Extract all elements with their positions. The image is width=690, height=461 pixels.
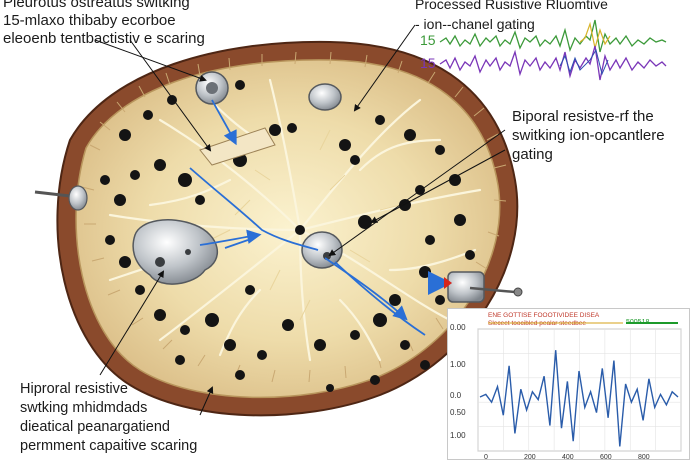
leader-lines	[94, 24, 506, 416]
annotation-line: gating	[512, 146, 553, 163]
annotation-line: Processed Rusistive Rluomtive	[415, 0, 608, 12]
annotation-top-right: Processed Rusistive Rluomtive - ion--cha…	[415, 0, 608, 34]
y-tick-label: 0.50	[450, 408, 466, 417]
annotation-line: - ion--chanel gating	[415, 16, 535, 32]
annotation-bottom-left: Hiproral resistive swtking mhidmdads die…	[20, 380, 197, 456]
x-tick-label: 400	[562, 454, 574, 461]
electrode-top-right	[308, 83, 342, 111]
waveform-blue	[559, 48, 609, 76]
signal-paths	[189, 99, 426, 336]
red-arrow-head	[444, 277, 452, 289]
plot-header-line1: ENE GOTTISE FOOOTIVIDEE DISEA	[488, 312, 600, 319]
y-tick-label: 0.0	[450, 391, 462, 400]
dark-spots	[100, 80, 475, 392]
annotation-top-left: Pleurotus ostreatus switking 15-mlaxo th…	[3, 0, 205, 48]
x-tick-label: 0	[484, 454, 488, 461]
annotation-middle-right: Biporal resistve-rf the switking ion-opc…	[512, 107, 665, 164]
waveform-label-green: 15	[420, 32, 436, 48]
annotation-line: Biporal resistve-rf the	[512, 108, 654, 125]
y-tick-label: 1.00	[450, 431, 466, 440]
waveform-purple	[439, 45, 667, 81]
x-tick-label: 200	[524, 454, 536, 461]
y-tick-label: 1.00	[450, 360, 466, 369]
waveform-label-purple: 15	[420, 55, 436, 71]
annotation-line: eleoenb tentbactistiv e scaring	[3, 30, 205, 47]
annotation-line: swtking mhidmdads	[20, 400, 148, 416]
inset-plot: ENE GOTTISE FOOOTIVIDEE DISEA Sleceet to…	[447, 308, 690, 461]
x-tick-label: 800	[638, 454, 650, 461]
annotation-line: switking ion-opcantlere	[512, 127, 665, 144]
waveform-green	[439, 19, 667, 53]
electrode-top-left	[195, 71, 229, 105]
inset-plot-area	[477, 322, 682, 452]
annotation-line: Hiproral resistive	[20, 381, 128, 397]
inset-series-line	[479, 350, 679, 447]
annotation-line: Pleurotus ostreatus switking	[3, 0, 190, 11]
electrode-strip	[199, 127, 276, 166]
y-tick-label: 0.00	[450, 323, 466, 332]
probe-left	[34, 185, 88, 211]
inset-grid	[477, 328, 682, 452]
annotation-line: permment capaitive scaring	[20, 438, 198, 454]
annotation-line: dieatical peanargatiend	[20, 419, 170, 435]
x-tick-label: 600	[600, 454, 612, 461]
annotation-line: 15-mlaxo thibaby ecorboe	[3, 12, 176, 29]
electrode-center-left	[132, 219, 219, 285]
